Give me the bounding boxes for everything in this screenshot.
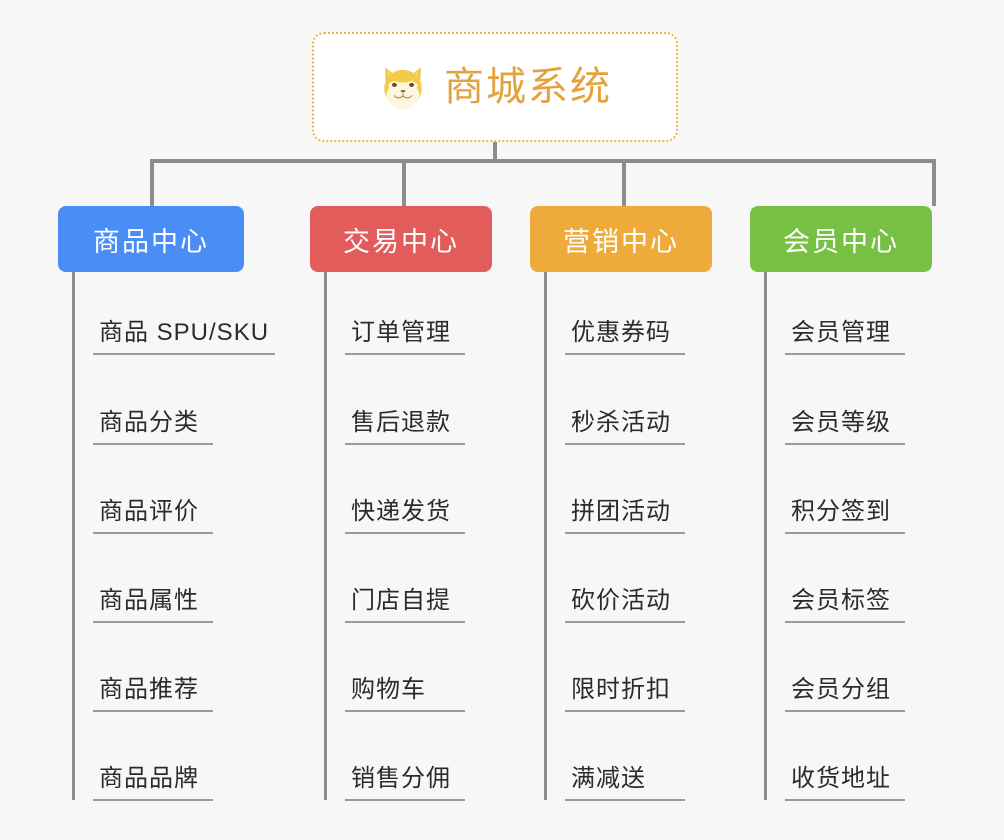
leaf-underline [565,799,685,801]
leaf-underline [345,353,465,355]
leaf-label: 销售分佣 [351,765,451,792]
leaf-item[interactable]: 售后退款 [345,408,465,445]
leaf-label: 商品 SPU/SKU [99,319,270,346]
branch-trunk-3 [544,272,547,800]
leaf-underline [93,621,213,623]
leaf-item[interactable]: 会员等级 [785,408,905,445]
leaf-item[interactable]: 秒杀活动 [565,408,685,445]
leaf-underline [565,710,685,712]
leaf-label: 会员分组 [791,676,891,703]
leaf-label: 商品推荐 [99,676,199,703]
leaf-label: 商品品牌 [99,765,199,792]
branch-header-4[interactable]: 会员中心 [750,206,932,272]
leaf-label: 会员标签 [791,587,891,614]
leaf-underline [785,710,905,712]
leaf-underline [565,353,685,355]
branch-header-3[interactable]: 营销中心 [530,206,712,272]
leaf-underline [785,532,905,534]
leaf-label: 秒杀活动 [571,409,671,436]
root-stem-connector [493,142,497,163]
leaf-label: 快递发货 [351,498,451,525]
leaf-underline [785,799,905,801]
branch-drop-connector-1 [150,159,154,206]
leaf-item[interactable]: 会员标签 [785,586,905,623]
branch-header-2[interactable]: 交易中心 [310,206,492,272]
leaf-underline [345,710,465,712]
root-node[interactable]: 商城系统 [312,32,678,142]
leaf-item[interactable]: 会员管理 [785,318,905,355]
leaf-underline [93,353,276,355]
branch-trunk-1 [72,272,75,800]
leaf-underline [345,532,465,534]
leaf-underline [345,443,465,445]
leaf-label: 会员管理 [791,319,891,346]
leaf-label: 满减送 [571,765,646,792]
branch-header-label-1: 商品中心 [93,226,209,257]
branch-bus-connector [152,159,935,163]
leaf-underline [93,532,213,534]
leaf-label: 限时折扣 [571,676,671,703]
leaf-label: 收货地址 [791,765,891,792]
leaf-label: 售后退款 [351,409,451,436]
leaf-underline [785,353,905,355]
leaf-item[interactable]: 商品推荐 [93,675,213,712]
leaf-underline [345,799,465,801]
leaf-underline [565,532,685,534]
leaf-underline [93,443,213,445]
leaf-underline [93,799,213,801]
leaf-item[interactable]: 积分签到 [785,497,905,534]
shiba-dog-icon [378,62,428,112]
leaf-item[interactable]: 商品评价 [93,497,213,534]
branch-drop-connector-3 [622,159,626,206]
leaf-label: 会员等级 [791,409,891,436]
leaf-underline [565,443,685,445]
leaf-underline [93,710,213,712]
leaf-item[interactable]: 购物车 [345,675,465,712]
leaf-label: 门店自提 [351,587,451,614]
leaf-item[interactable]: 销售分佣 [345,764,465,801]
branch-header-label-4: 会员中心 [783,226,899,257]
leaf-item[interactable]: 订单管理 [345,318,465,355]
leaf-label: 购物车 [351,676,426,703]
branch-drop-connector-2 [402,159,406,206]
leaf-item[interactable]: 收货地址 [785,764,905,801]
leaf-item[interactable]: 满减送 [565,764,685,801]
leaf-label: 订单管理 [351,319,451,346]
branch-trunk-2 [324,272,327,800]
branch-header-label-2: 交易中心 [343,226,459,257]
leaf-item[interactable]: 限时折扣 [565,675,685,712]
branch-trunk-4 [764,272,767,800]
root-title: 商城系统 [444,65,612,109]
leaf-item[interactable]: 快递发货 [345,497,465,534]
leaf-label: 商品评价 [99,498,199,525]
leaf-item[interactable]: 优惠券码 [565,318,685,355]
leaf-label: 积分签到 [791,498,891,525]
leaf-underline [785,443,905,445]
leaf-label: 商品属性 [99,587,199,614]
leaf-item[interactable]: 拼团活动 [565,497,685,534]
branch-header-1[interactable]: 商品中心 [58,206,244,272]
leaf-item[interactable]: 砍价活动 [565,586,685,623]
leaf-item[interactable]: 商品品牌 [93,764,213,801]
leaf-underline [345,621,465,623]
leaf-item[interactable]: 商品 SPU/SKU [93,318,276,355]
leaf-item[interactable]: 商品属性 [93,586,213,623]
leaf-item[interactable]: 会员分组 [785,675,905,712]
leaf-item[interactable]: 门店自提 [345,586,465,623]
leaf-underline [565,621,685,623]
branch-header-label-3: 营销中心 [563,226,679,257]
leaf-item[interactable]: 商品分类 [93,408,213,445]
branch-drop-connector-4 [932,159,936,206]
leaf-label: 拼团活动 [571,498,671,525]
leaf-label: 优惠券码 [571,319,671,346]
leaf-underline [785,621,905,623]
leaf-label: 商品分类 [99,409,199,436]
leaf-label: 砍价活动 [571,587,671,614]
